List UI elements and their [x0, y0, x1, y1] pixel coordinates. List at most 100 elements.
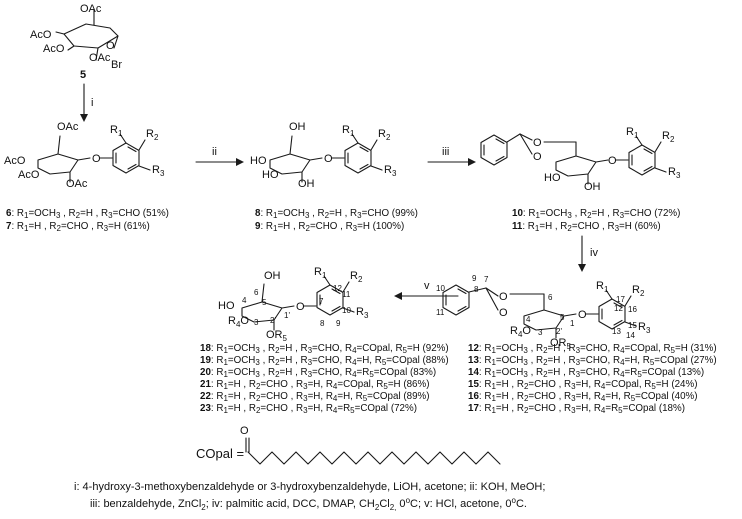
step-i-label: i	[91, 97, 93, 109]
cpd12-o-top: O	[499, 291, 508, 303]
atom-number-10-right: 10	[436, 284, 445, 293]
cpd12-r1: R1	[596, 280, 609, 294]
caption-14: 14: R1=OCH3 , R2=H , R3=CHO, R4=R5=COpal…	[468, 367, 704, 379]
caption-23: 23: R1=H , R2=CHO , R3=H, R4=R5=COpal (7…	[200, 403, 417, 415]
compound-8-9-structure: OH HO HO OH O R1 R2 R3	[250, 121, 397, 190]
cpd8-ho-1: HO	[250, 155, 267, 167]
copal-carbonyl-o: O	[240, 425, 249, 437]
step-iii-label: iii	[442, 146, 449, 158]
cpd6-oac-c2: OAc	[66, 178, 88, 190]
cpd6-r1: R1	[110, 124, 123, 138]
cpd18-ho: HO	[218, 300, 235, 312]
step-iv-label: iv	[590, 247, 598, 259]
atom-number-9-right: 9	[472, 274, 477, 283]
cpd6-glyco-o: O	[92, 153, 101, 165]
atom-number-6-left: 6	[254, 288, 259, 297]
atom-number-5-right: 5	[560, 313, 565, 322]
cpd18-oh-top: OH	[264, 270, 281, 282]
conditions-line-1: i: 4-hydroxy-3-methoxybenzaldehyde or 3-…	[74, 481, 545, 493]
compound-5-ring-o: O	[106, 40, 115, 52]
cpd12-r3: R3	[638, 321, 651, 335]
caption-18: 18: R1=OCH3 , R2=H , R3=CHO, R4=COpal, R…	[200, 343, 449, 355]
caption-15: 15: R1=H , R2=CHO , R3=H, R4=COpal, R5=H…	[468, 379, 697, 391]
cpd12-r2: R2	[632, 284, 645, 298]
cpd10-glyco-o: O	[608, 155, 617, 167]
caption-8: 8: R1=OCH3 , R2=H , R3=CHO (99%)	[255, 208, 418, 220]
atom-number-15-right: 15	[628, 321, 637, 330]
compound-10-11-structure: O O HO OH O R1 R2 R3	[480, 126, 681, 193]
cpd12-r4o: R4O	[510, 325, 531, 339]
cpd18-r2: R2	[350, 270, 363, 284]
caption-9: 9: R1=H , R2=CHO , R3=H (100%)	[255, 221, 404, 233]
caption-17: 17: R1=H , R2=CHO , R3=H, R4=R5=COpal (1…	[468, 403, 685, 415]
cpd10-r3: R3	[668, 166, 681, 180]
cpd8-oh-c2: OH	[298, 178, 315, 190]
cpd6-r2: R2	[146, 128, 159, 142]
cpd10-o-top: O	[533, 137, 542, 149]
cpd12-o-bottom: O	[499, 307, 508, 319]
atom-number-13-right: 13	[612, 327, 621, 336]
arrow-step-i: i	[80, 83, 93, 122]
atom-number-14-right: 14	[626, 331, 635, 340]
atom-number-3-right: 3	[538, 328, 543, 337]
atom-number-1-right: 1	[570, 319, 575, 328]
cpd6-r3: R3	[152, 164, 165, 178]
cpd8-r3: R3	[384, 164, 397, 178]
caption-7: 7: R1=H , R2=CHO , R3=H (61%)	[6, 221, 150, 233]
palmitoyl-chain	[247, 451, 501, 465]
atom-number-5-left: 5	[262, 298, 267, 307]
caption-13: 13: R1=OCH3 , R2=H , R3=CHO, R4=H, R5=CO…	[468, 355, 717, 367]
cpd12-glyco-o: O	[578, 309, 587, 321]
arrow-step-v: v	[394, 280, 459, 300]
atom-number-6-right: 6	[548, 293, 553, 302]
cpd6-aco-1: AcO	[4, 155, 26, 167]
atom-number-9-left: 9	[336, 319, 341, 328]
step-v-label: v	[424, 280, 430, 292]
compound-5-br: Br	[111, 59, 122, 71]
cpd8-r2: R2	[378, 128, 391, 142]
compound-5-oac-top: OAc	[80, 3, 102, 15]
atom-number-7-left: 7	[319, 297, 324, 306]
compound-5-structure: OAc AcO AcO OAc O Br 5	[30, 3, 122, 81]
atom-number-1p-left: 1'	[284, 311, 290, 320]
atom-number-12-left: 12	[333, 284, 342, 293]
cpd8-r1: R1	[342, 124, 355, 138]
cpd10-r2: R2	[662, 130, 675, 144]
arrow-step-iii: iii	[427, 146, 476, 166]
caption-11: 11: R1=H , R2=CHO , R3=H (60%)	[512, 221, 661, 233]
atom-number-11-left: 11	[342, 290, 351, 299]
cpd8-glyco-o: O	[324, 153, 333, 165]
arrow-step-ii: ii	[195, 146, 244, 166]
cpd6-oac-top: OAc	[57, 121, 79, 133]
compound-5-aco-left: AcO	[30, 29, 52, 41]
conditions-line-2: iii: benzaldehyde, ZnCl2; iv: palmitic a…	[90, 496, 527, 512]
atom-number-8-left: 8	[320, 319, 325, 328]
arrow-step-iv: iv	[578, 235, 598, 272]
caption-19: 19: R1=OCH3 , R2=H , R3=CHO, R4=H, R5=CO…	[200, 355, 449, 367]
cpd18-r4o: R4O	[228, 315, 249, 329]
cpd18-r3: R3	[356, 306, 369, 320]
copal-definition: COpal = O	[196, 425, 501, 465]
caption-22: 22: R1=H , R2=CHO , R3=H, R4=H, R5=COpal…	[200, 391, 430, 403]
compound-5-oac-c2: OAc	[89, 52, 111, 64]
atom-number-7-right: 7	[484, 275, 489, 284]
atom-number-8-right: 8	[474, 285, 479, 294]
compound-18-23-structure: OH HO R4O OR5 O R1 R2 R3 6 4 5 3 2' 1' 7…	[218, 266, 369, 343]
caption-6: 6: R1=OCH3 , R2=H , R3=CHO (51%)	[6, 208, 169, 220]
atom-number-11-right: 11	[436, 308, 445, 317]
cpd8-ho-2: HO	[262, 169, 279, 181]
atom-number-2p-left: 2'	[270, 316, 276, 325]
cpd6-aco-2: AcO	[18, 169, 40, 181]
step-ii-label: ii	[212, 146, 217, 158]
atom-number-2p-right: 2'	[556, 327, 562, 336]
cpd10-o-bottom: O	[533, 151, 542, 163]
cpd8-oh-top: OH	[289, 121, 306, 133]
caption-16: 16: R1=H , R2=CHO , R3=H, R4=H, R5=COpal…	[468, 391, 698, 403]
cpd12-or5: OR5	[550, 337, 572, 351]
cpd18-glyco-o: O	[296, 301, 305, 313]
atom-number-12-right: 12	[614, 304, 623, 313]
compound-5-ring	[55, 9, 119, 61]
cpd10-oh: OH	[584, 181, 601, 193]
atom-number-3-left: 3	[254, 318, 259, 327]
